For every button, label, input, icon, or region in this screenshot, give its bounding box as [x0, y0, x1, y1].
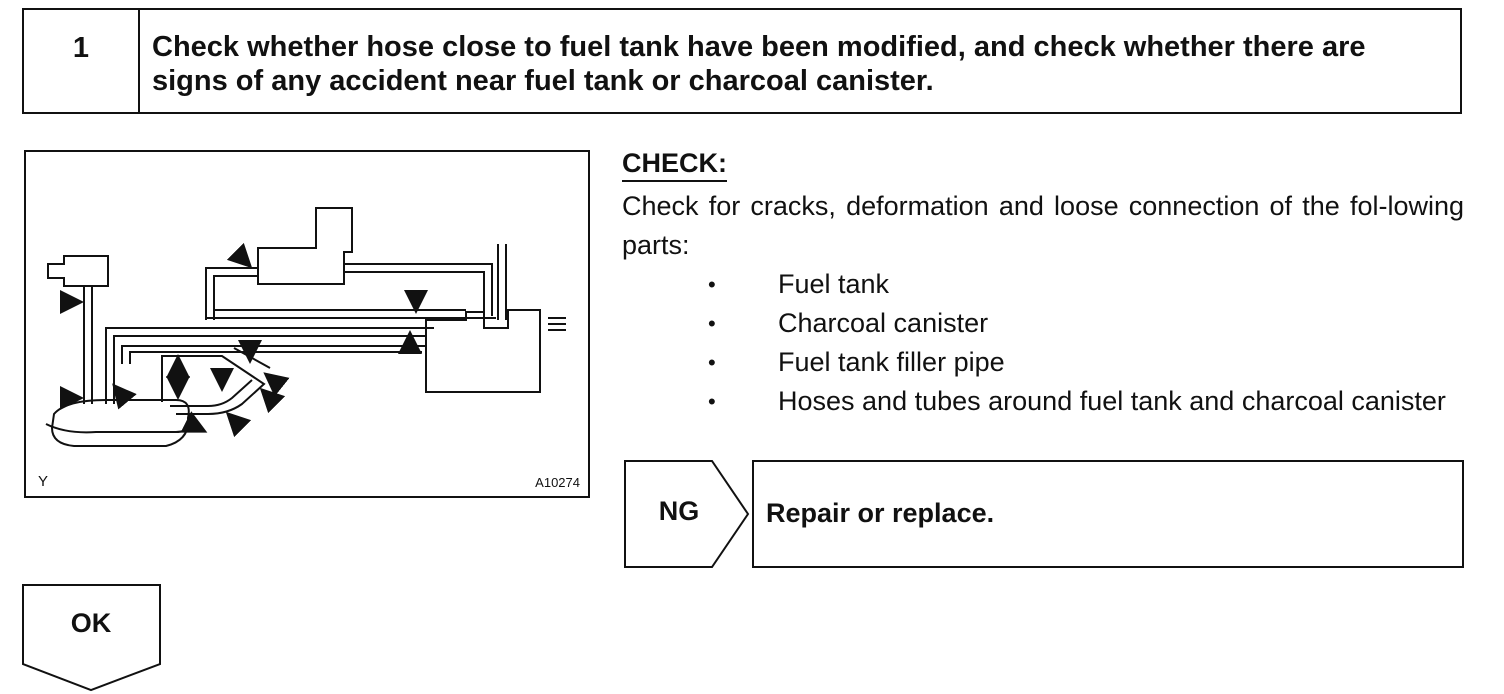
step-number: 1 [24, 10, 140, 112]
figure-code-label: A10274 [535, 475, 580, 490]
hose-diagram-illustration [45, 207, 566, 447]
list-item: Fuel tank [622, 265, 1464, 304]
list-item: Charcoal canister [622, 304, 1464, 343]
check-section: CHECK: Check for cracks, deformation and… [622, 144, 1464, 421]
figure-corner-label: Y [38, 473, 49, 490]
step-title: Check whether hose close to fuel tank ha… [152, 31, 1366, 97]
fuel-system-diagram: Y A10274 [24, 150, 590, 498]
ng-action-box: Repair or replace. [752, 460, 1464, 568]
ok-arrow-shape [22, 584, 161, 692]
ok-label: OK [70, 608, 112, 638]
parts-list: Fuel tank Charcoal canister Fuel tank fi… [622, 265, 1464, 421]
check-heading: CHECK: [622, 146, 727, 182]
ok-result-marker: OK [22, 584, 162, 692]
ng-result-marker: NG [624, 460, 750, 568]
step-header: 1 Check whether hose close to fuel tank … [22, 8, 1462, 114]
ng-action-text: Repair or replace. [766, 498, 995, 528]
ng-arrow-shape [624, 460, 750, 568]
list-item: Fuel tank filler pipe [622, 343, 1464, 382]
list-item: Hoses and tubes around fuel tank and cha… [622, 382, 1464, 421]
ng-label: NG [658, 496, 700, 526]
check-description: Check for cracks, deformation and loose … [622, 191, 1464, 260]
